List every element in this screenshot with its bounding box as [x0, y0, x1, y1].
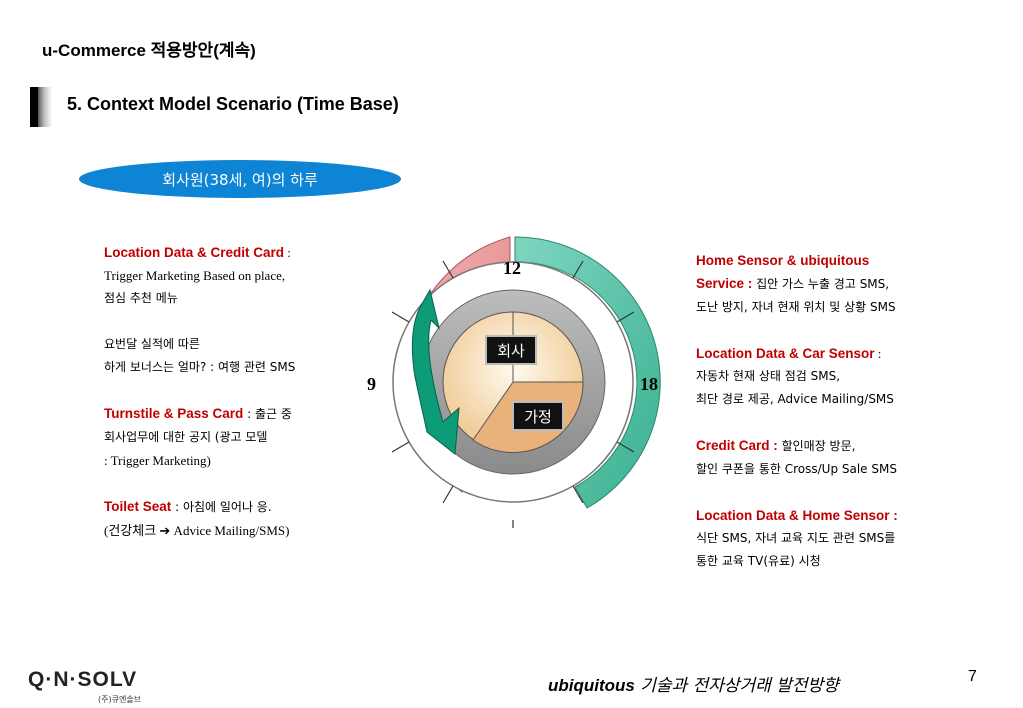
company-logo: Q·N·SOLV: [28, 668, 138, 691]
tick-7: [442, 485, 454, 504]
right-p1-rest: 집안 가스 누출 경고 SMS,: [752, 277, 890, 291]
left-p4-line1: Toilet Seat : 아침에 일어나 응.: [104, 495, 295, 519]
left-p1-line3: 점심 추천 메뉴: [104, 291, 178, 305]
home-label-box: [512, 401, 564, 431]
tick-4: [616, 441, 635, 453]
right-p4-line3: 통한 교육 TV(유료) 시청: [696, 554, 821, 568]
company-label: 회사: [497, 342, 525, 360]
outer-teal-arc: [514, 236, 661, 509]
left-p4-head: Toilet Seat: [104, 499, 172, 514]
persona-label: 회사원(38세, 여)의 하루: [162, 170, 318, 189]
spacer: [104, 472, 295, 495]
home-label: 가정: [524, 408, 552, 426]
left-p1-line1: Location Data & Credit Card :: [104, 241, 295, 264]
left-p2-line2: 하게 보너스는 얼마? : 여행 관련 SMS: [104, 360, 296, 374]
spacer: [696, 319, 898, 342]
right-text-column: Home Sensor & ubiquitous Service : 집안 가스…: [696, 249, 898, 573]
footer-title: ubiquitous 기술과 전자상거래 발전방향: [548, 671, 839, 696]
company-logo-subtitle: (주)큐엔솔브: [98, 695, 142, 704]
spacer: [696, 481, 898, 504]
right-p3-rest: 할인매장 방문,: [777, 439, 856, 453]
right-p2-line2: 자동차 현재 상태 점검 SMS,: [696, 369, 841, 383]
spacer: [104, 379, 295, 402]
left-p3-head: Turnstile & Pass Card: [104, 406, 244, 421]
tick-10: [391, 311, 410, 323]
spacer: [696, 411, 898, 434]
left-p1-line2: Trigger Marketing Based on place,: [104, 268, 286, 283]
left-p2-line1: 요번달 실적에 따른: [104, 337, 200, 351]
slide-header-title: u-Commerce 적용방안(계속): [42, 41, 256, 60]
right-p1-head1: Home Sensor & ubiquitous: [696, 253, 870, 268]
daily-clock-diagram: 12 9 18 회사 가정: [367, 236, 661, 528]
right-p3-line2: 할인 쿠폰을 통한 Cross/Up Sale SMS: [696, 462, 897, 476]
green-arrow: [411, 288, 460, 455]
tick-1: [572, 260, 584, 279]
footer-title-en: ubiquitous: [548, 676, 635, 695]
right-p1-line3: 도난 방지, 자녀 현재 위치 및 상황 SMS: [696, 300, 896, 314]
tick-8: [391, 441, 410, 453]
right-p3-head: Credit Card :: [696, 438, 778, 453]
clock-label-12: 12: [503, 258, 521, 278]
right-p2-sep: :: [874, 346, 882, 361]
tick-5: [572, 485, 584, 504]
section-title: 5. Context Model Scenario (Time Base): [67, 94, 399, 114]
persona-oval: 회사원(38세, 여)의 하루: [79, 160, 401, 198]
left-p4-rest: : 아침에 일어나 응.: [171, 500, 272, 514]
left-text-column: Location Data & Credit Card : Trigger Ma…: [104, 241, 295, 542]
right-p1-line2: Service : 집안 가스 누출 경고 SMS,: [696, 272, 898, 296]
left-p4-line2: (건강체크 ➔ Advice Mailing/SMS): [104, 523, 290, 538]
clock-ticks: [391, 260, 635, 528]
right-p3-line1: Credit Card : 할인매장 방문,: [696, 434, 898, 458]
right-p2-line3: 최단 경로 제공, Advice Mailing/SMS: [696, 392, 894, 406]
left-p3-line2: 회사업무에 대한 공지 (광고 모델: [104, 430, 268, 444]
left-p1-head: Location Data & Credit Card: [104, 245, 285, 260]
right-p1-head2: Service :: [696, 276, 753, 291]
tick-2: [616, 311, 635, 323]
clock-label-18: 18: [640, 374, 658, 394]
left-p1-sep: :: [284, 245, 291, 260]
clock-label-9: 9: [367, 374, 376, 394]
footer-title-ko: 기술과 전자상거래 발전방향: [634, 676, 839, 696]
section-marker-bar: [30, 87, 52, 127]
right-p2-head: Location Data & Car Sensor: [696, 346, 875, 361]
tick-11: [442, 260, 454, 279]
spacer: [104, 310, 295, 333]
company-label-box: [485, 335, 537, 365]
left-p3-line1: Turnstile & Pass Card : 출근 중: [104, 402, 295, 426]
right-p4-line2: 식단 SMS, 자녀 교육 지도 관련 SMS를: [696, 531, 896, 545]
left-p3-rest: : 출근 중: [243, 407, 292, 421]
right-p4-head: Location Data & Home Sensor :: [696, 508, 898, 523]
right-p2-line1: Location Data & Car Sensor :: [696, 342, 898, 365]
page-number: 7: [968, 668, 977, 685]
left-p3-line3: : Trigger Marketing): [104, 453, 211, 468]
